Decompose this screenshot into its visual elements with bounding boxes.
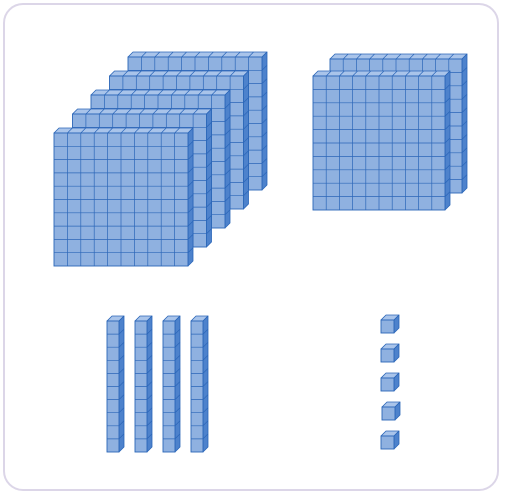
units-group [381,315,400,449]
front-face [382,407,395,420]
rods-group [107,316,208,452]
unit-cube-5 [381,431,399,449]
unit-cube-1 [381,315,399,333]
front-face [381,349,394,362]
flats-group-five [54,52,267,266]
rod-3 [163,316,180,452]
flats-group-two [313,54,467,210]
rod-2 [135,316,152,452]
flat-1 [54,128,193,266]
flat-1 [313,71,450,210]
front-face [381,436,394,449]
front-face [381,320,394,333]
front-face [381,378,394,391]
rod-1 [107,316,124,452]
rod-4 [191,316,208,452]
unit-cube-2 [381,344,399,362]
unit-cube-3 [381,373,399,391]
unit-cube-4 [382,402,400,420]
